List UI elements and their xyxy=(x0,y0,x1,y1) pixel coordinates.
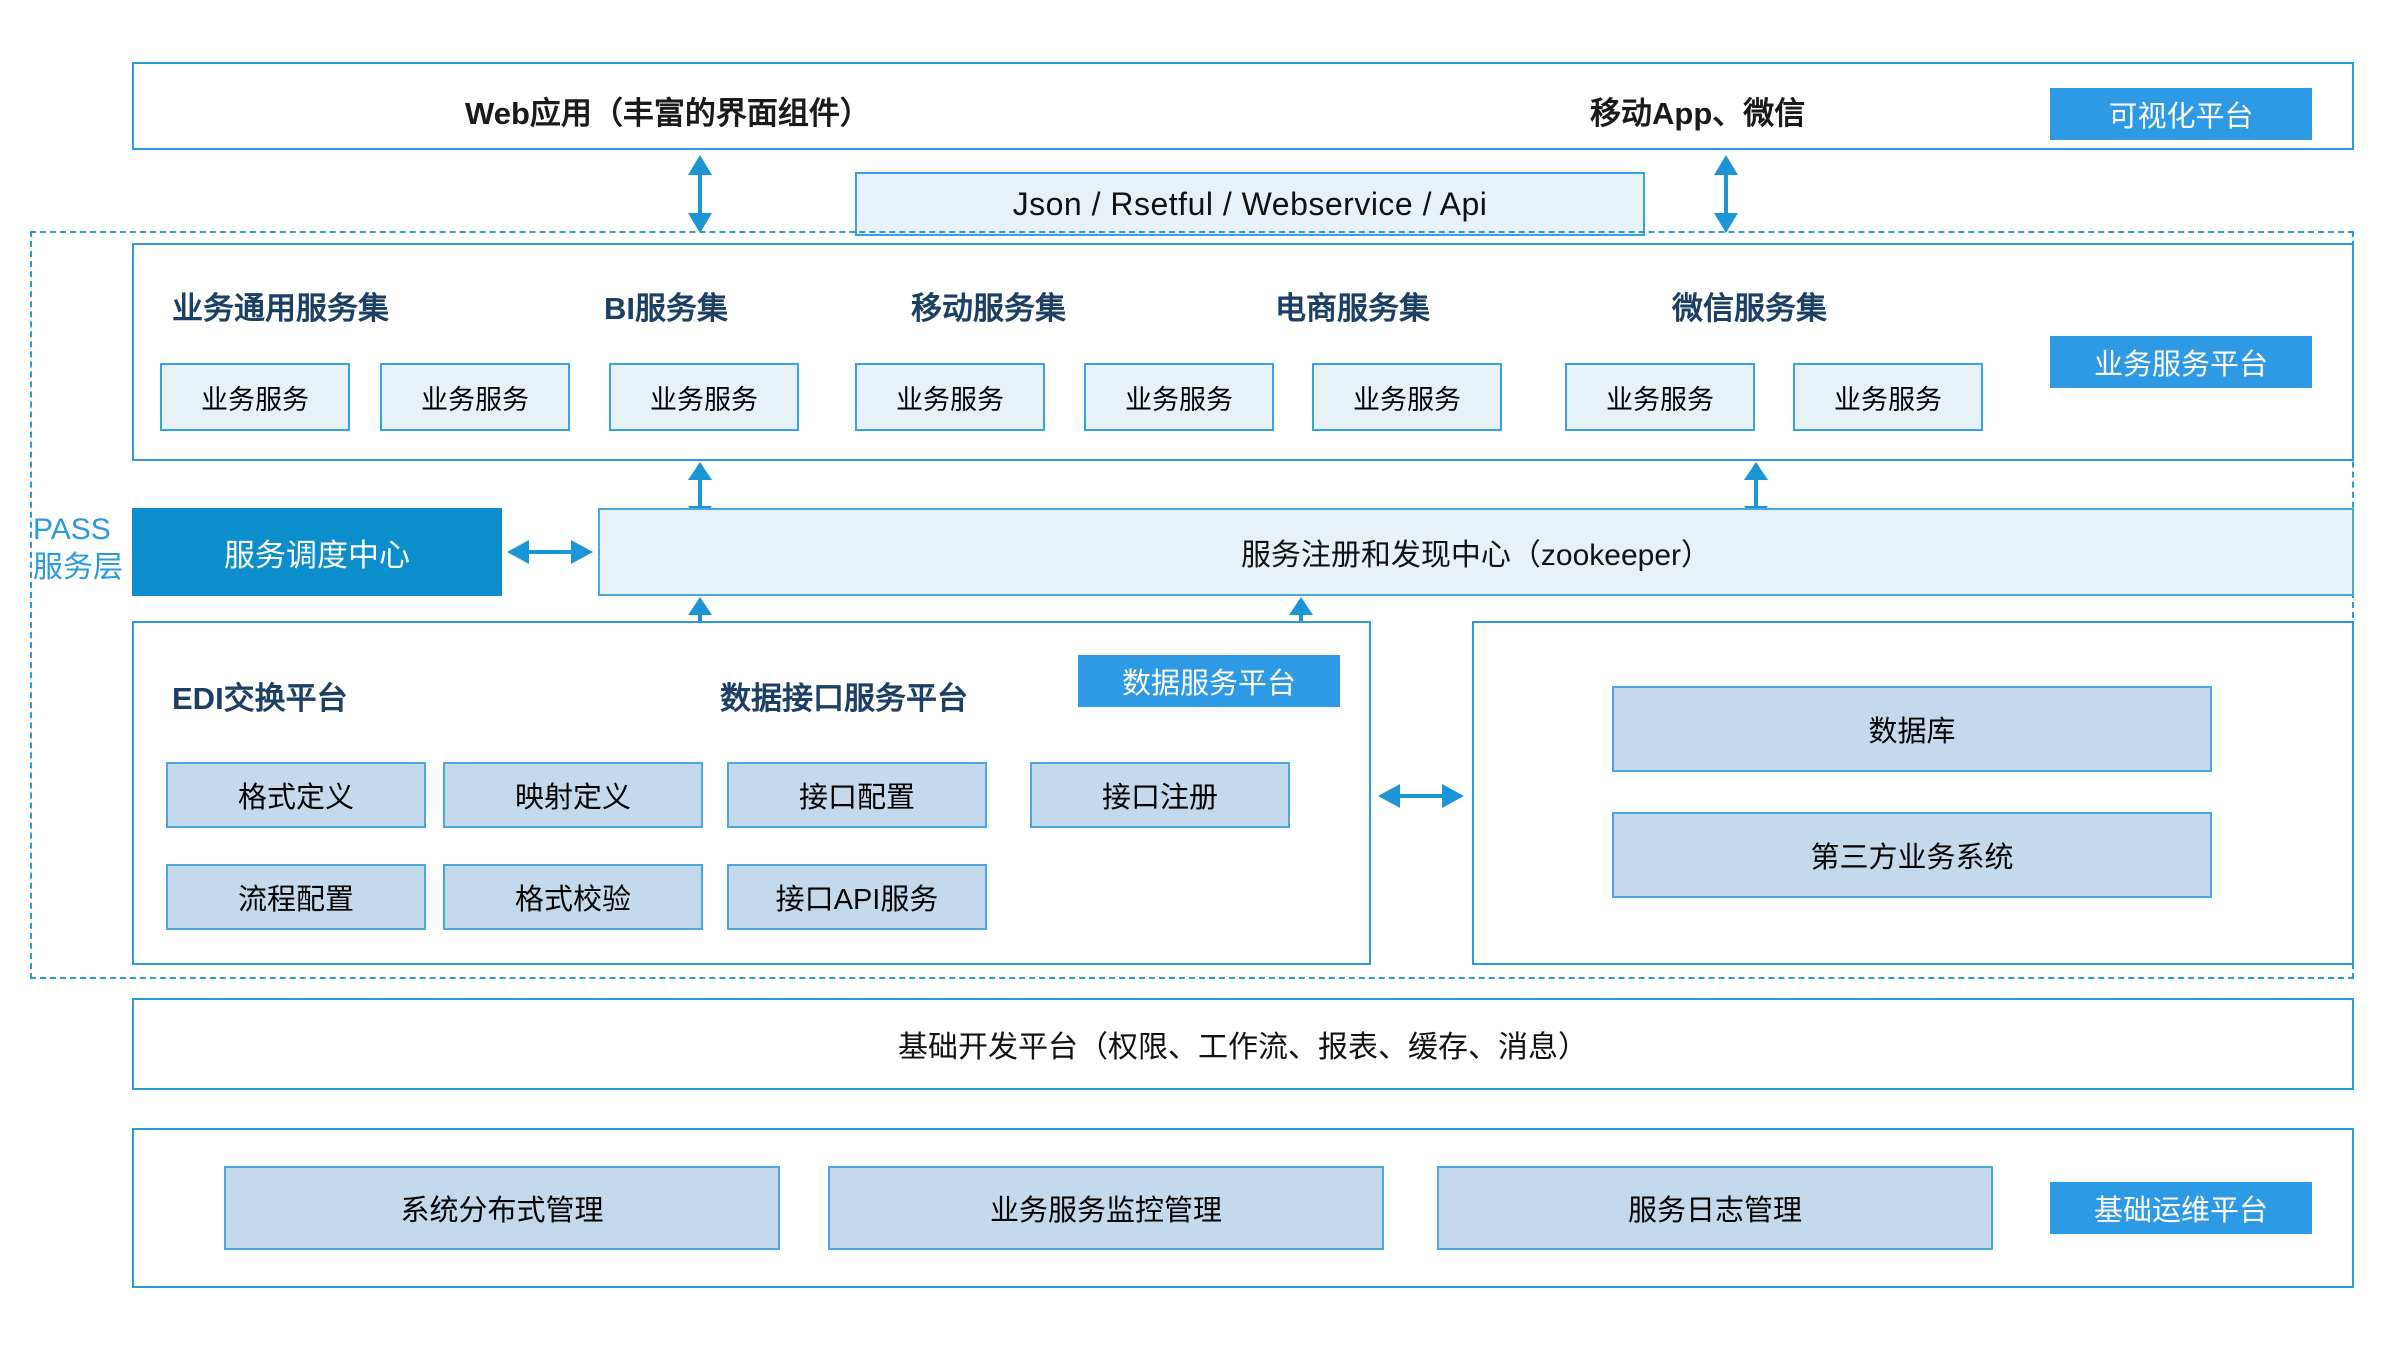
data-interface-platform-title: 数据接口服务平台 xyxy=(720,681,968,716)
edi-box-process-config[interactable]: 流程配置 xyxy=(166,864,426,930)
business-service-box[interactable]: 业务服务 xyxy=(609,363,799,431)
service-group-title-4: 微信服务集 xyxy=(1672,291,1827,326)
business-service-platform-badge[interactable]: 业务服务平台 xyxy=(2050,336,2312,388)
horizontal-double-arrow-dispatch-registry xyxy=(507,531,593,573)
service-group-title-0: 业务通用服务集 xyxy=(172,291,389,326)
service-group-title-3: 电商服务集 xyxy=(1275,291,1430,326)
presentation-layer-panel xyxy=(132,62,2354,150)
api-box-interface-api-service[interactable]: 接口API服务 xyxy=(727,864,987,930)
service-registry-center-box[interactable]: 服务注册和发现中心（zookeeper） xyxy=(598,508,2354,596)
horizontal-double-arrow-data-external xyxy=(1378,775,1464,817)
edi-box-format-validation[interactable]: 格式校验 xyxy=(443,864,703,930)
business-service-box[interactable]: 业务服务 xyxy=(160,363,350,431)
web-app-title: Web应用（丰富的界面组件） xyxy=(465,96,871,131)
ops-box-service-log-management[interactable]: 服务日志管理 xyxy=(1437,1166,1993,1250)
service-group-title-1: BI服务集 xyxy=(604,291,728,326)
ops-box-distributed-management[interactable]: 系统分布式管理 xyxy=(224,1166,780,1250)
external-systems-panel xyxy=(1472,621,2354,965)
business-service-box[interactable]: 业务服务 xyxy=(855,363,1045,431)
api-box-interface-register[interactable]: 接口注册 xyxy=(1030,762,1290,828)
service-group-title-2: 移动服务集 xyxy=(911,291,1066,326)
paas-service-layer-container xyxy=(30,231,2354,979)
protocol-bar: Json / Rsetful / Webservice / Api xyxy=(855,172,1645,236)
business-service-box[interactable]: 业务服务 xyxy=(1793,363,1983,431)
ops-platform-badge[interactable]: 基础运维平台 xyxy=(2050,1182,2312,1234)
edi-box-format-definition[interactable]: 格式定义 xyxy=(166,762,426,828)
ops-box-service-monitoring[interactable]: 业务服务监控管理 xyxy=(828,1166,1384,1250)
data-service-platform-badge[interactable]: 数据服务平台 xyxy=(1078,655,1340,707)
business-service-box[interactable]: 业务服务 xyxy=(380,363,570,431)
business-service-box[interactable]: 业务服务 xyxy=(1565,363,1755,431)
business-service-box[interactable]: 业务服务 xyxy=(1312,363,1502,431)
external-box-third-party-system[interactable]: 第三方业务系统 xyxy=(1612,812,2212,898)
service-dispatch-center-box[interactable]: 服务调度中心 xyxy=(132,508,502,596)
paas-label-line2: 服务层 xyxy=(33,550,123,584)
vertical-double-arrow-presentation-right xyxy=(1705,155,1747,233)
business-service-box[interactable]: 业务服务 xyxy=(1084,363,1274,431)
api-box-interface-config[interactable]: 接口配置 xyxy=(727,762,987,828)
foundation-platform-panel: 基础开发平台（权限、工作流、报表、缓存、消息） xyxy=(132,998,2354,1090)
edi-box-mapping-definition[interactable]: 映射定义 xyxy=(443,762,703,828)
edi-platform-title: EDI交换平台 xyxy=(172,681,348,716)
paas-layer-label: PASS 服务层 xyxy=(33,511,143,586)
vertical-double-arrow-presentation-left xyxy=(679,155,721,233)
visualization-platform-badge[interactable]: 可视化平台 xyxy=(2050,88,2312,140)
mobile-app-title: 移动App、微信 xyxy=(1590,96,1806,131)
external-box-database[interactable]: 数据库 xyxy=(1612,686,2212,772)
paas-label-line1: PASS xyxy=(33,513,111,546)
